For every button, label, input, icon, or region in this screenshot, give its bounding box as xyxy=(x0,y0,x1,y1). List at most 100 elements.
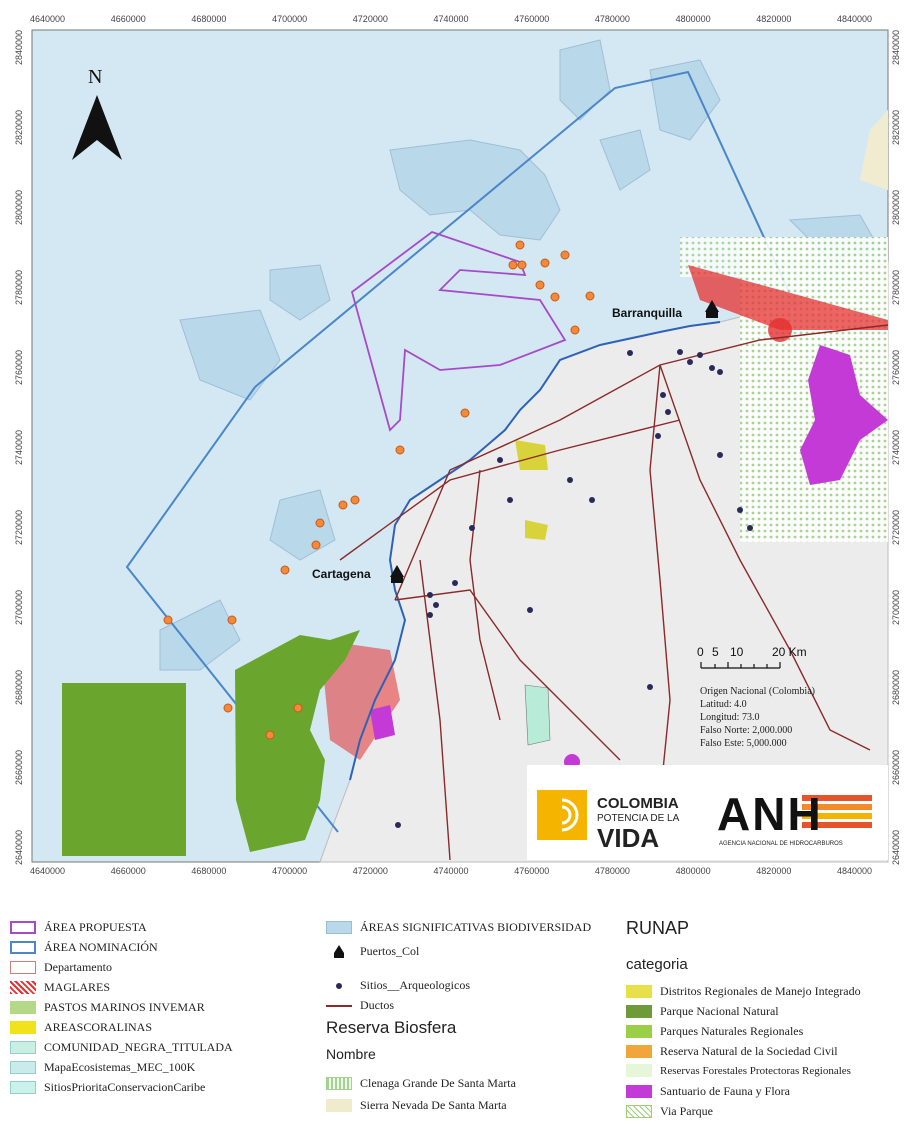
legend-ductos: Ductos xyxy=(326,998,394,1013)
y-tick-label: 2820000 xyxy=(891,110,901,146)
legend-area-nominacion: ÁREA NOMINACIÓN xyxy=(10,940,158,955)
x-tick-label: 4780000 xyxy=(594,14,630,24)
nomination-area xyxy=(125,70,796,833)
y-tick-label: 2760000 xyxy=(891,350,901,386)
projection-line: Longitud: 73.0 xyxy=(700,712,760,723)
map-legend: ÁREA PROPUESTA ÁREA NOMINACIÓN Departame… xyxy=(0,880,911,1133)
y-tick-label: 2720000 xyxy=(891,510,901,546)
legend-label: Parques Naturales Regionales xyxy=(660,1024,804,1038)
swatch xyxy=(326,1099,352,1112)
legend-label: Reserva Natural de la Sociedad Civil xyxy=(660,1044,838,1058)
x-tick-label: 4680000 xyxy=(191,14,227,24)
swatch xyxy=(10,941,36,954)
projection-line: Falso Norte: 2,000.000 xyxy=(700,725,793,736)
ecosistema-patch xyxy=(524,684,551,746)
legend-label: ÁREA PROPUESTA xyxy=(44,920,147,934)
x-tick-label: 4760000 xyxy=(514,866,550,876)
y-tick-label: 2840000 xyxy=(891,30,901,66)
legend-label: Clenaga Grande De Santa Marta xyxy=(360,1076,516,1090)
x-tick-label: 4660000 xyxy=(110,14,146,24)
colombia-line1: COLOMBIA xyxy=(597,795,679,812)
legend-label: PASTOS MARINOS INVEMAR xyxy=(44,1000,205,1014)
coastline xyxy=(349,321,721,781)
legend-puertos: Puertos_Col xyxy=(326,944,419,959)
reserva-nombre: Nombre xyxy=(326,1046,376,1062)
y-tick-label: 2700000 xyxy=(891,590,901,626)
y-tick-label: 2720000 xyxy=(14,510,24,546)
legend-label: Sitios__Arqueologicos xyxy=(360,978,470,992)
y-tick-label: 2740000 xyxy=(14,430,24,466)
legend-cienaga: Clenaga Grande De Santa Marta xyxy=(326,1076,516,1091)
legend-runap-item: Parque Nacional Natural xyxy=(626,1004,779,1019)
x-tick-label: 4660000 xyxy=(110,866,146,876)
city-barranquilla: Barranquilla xyxy=(612,306,682,320)
x-tick-label: 4800000 xyxy=(675,866,711,876)
projection-line: Falso Este: 5,000.000 xyxy=(700,738,787,749)
legend-areas-coralinas: AREASCORALINAS xyxy=(10,1020,152,1035)
sitios-arqueologicos xyxy=(395,349,753,828)
swatch xyxy=(626,1005,652,1018)
legend-mapa-ecosistemas: MapaEcosistemas_MEC_100K xyxy=(10,1060,195,1075)
swatch xyxy=(326,1077,352,1090)
swatch xyxy=(10,1001,36,1014)
x-tick-label: 4700000 xyxy=(272,866,308,876)
swatch xyxy=(10,981,36,994)
y-tick-label: 2820000 xyxy=(14,110,24,146)
areas-coralinas-sites xyxy=(163,240,595,740)
colombia-line3: VIDA xyxy=(597,823,660,853)
x-tick-label: 4720000 xyxy=(352,14,388,24)
y-tick-label: 2760000 xyxy=(14,350,24,386)
x-tick-label: 4820000 xyxy=(756,14,792,24)
reserva-biosfera-title: Reserva Biosfera xyxy=(326,1018,457,1037)
x-tick-label: 4720000 xyxy=(352,866,388,876)
anh-subtitle: AGENCIA NACIONAL DE HIDROCARBUROS xyxy=(719,841,843,847)
dot-icon xyxy=(326,979,352,992)
legend-label: ÁREA NOMINACIÓN xyxy=(44,940,158,954)
legend-label: Reservas Forestales Protectoras Regional… xyxy=(660,1064,851,1077)
x-tick-label: 4760000 xyxy=(514,14,550,24)
scale-zero: 0 xyxy=(697,645,704,659)
swatch xyxy=(626,1045,652,1058)
y-tick-label: 2680000 xyxy=(14,670,24,706)
x-tick-label: 4740000 xyxy=(433,14,469,24)
colombia-logo-icon xyxy=(537,790,872,840)
legend-runap-item: Distritos Regionales de Manejo Integrado xyxy=(626,984,861,999)
swatch xyxy=(626,1025,652,1038)
x-tick-label: 4640000 xyxy=(30,14,66,24)
scale-twenty: 20 Km xyxy=(772,645,807,659)
sierra-nevada-zone xyxy=(860,110,888,190)
biodiversity-areas xyxy=(159,39,881,671)
legend-runap-item: Reservas Forestales Protectoras Regional… xyxy=(626,1064,851,1077)
projection-line: Latitud: 4.0 xyxy=(700,699,747,710)
map-canvas[interactable]: N Barranquilla Cartagena 0 5 10 20 Km xyxy=(0,0,911,880)
legend-label: AREASCORALINAS xyxy=(44,1020,153,1034)
swatch xyxy=(626,985,652,998)
swatch xyxy=(626,1105,652,1118)
legend-sitios-arqueologicos: Sitios__Arqueologicos xyxy=(326,978,470,993)
y-tick-label: 2660000 xyxy=(891,750,901,786)
legend-label: Santuario de Fauna y Flora xyxy=(660,1084,790,1098)
distrito-regional-2 xyxy=(525,520,548,540)
swatch xyxy=(626,1085,652,1098)
port-icon xyxy=(326,944,352,958)
legend-label: COMUNIDAD_NEGRA_TITULADA xyxy=(44,1040,233,1054)
swatch xyxy=(10,961,36,974)
legend-area-propuesta: ÁREA PROPUESTA xyxy=(10,920,147,935)
x-tick-label: 4840000 xyxy=(837,866,873,876)
swatch xyxy=(10,1041,36,1054)
distrito-regional xyxy=(515,440,548,470)
swatch xyxy=(10,1061,36,1074)
x-tick-label: 4780000 xyxy=(594,866,630,876)
y-tick-label: 2780000 xyxy=(891,270,901,306)
y-tick-label: 2660000 xyxy=(14,750,24,786)
parque-nacional-block xyxy=(62,683,186,856)
legend-maglares: MAGLARES xyxy=(10,980,110,995)
y-tick-label: 2840000 xyxy=(14,30,24,66)
legend-label: MAGLARES xyxy=(44,980,111,994)
legend-sierra: Sierra Nevada De Santa Marta xyxy=(326,1098,507,1113)
santuario-small xyxy=(370,705,395,740)
legend-label: MapaEcosistemas_MEC_100K xyxy=(44,1060,196,1074)
legend-biodiversidad: ÁREAS SIGNIFICATIVAS BIODIVERSIDAD xyxy=(326,920,591,935)
legend-label: Puertos_Col xyxy=(360,944,420,958)
legend-comunidad-negra: COMUNIDAD_NEGRA_TITULADA xyxy=(10,1040,233,1055)
